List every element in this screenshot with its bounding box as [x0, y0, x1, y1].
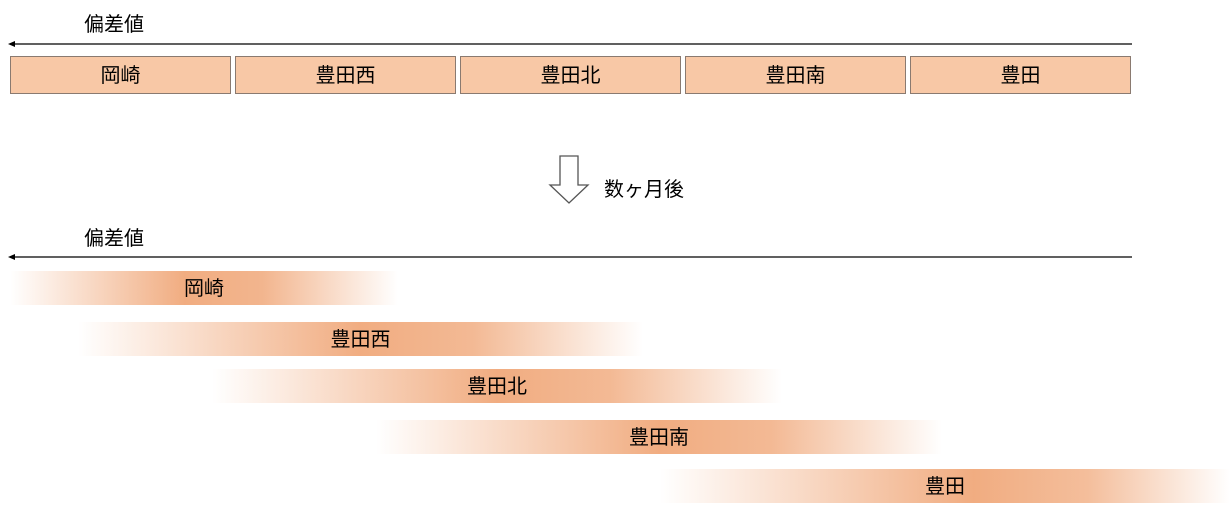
after-band-toyota-kita: 豊田北: [212, 369, 782, 403]
after-band-label: 豊田南: [629, 425, 689, 449]
before-box-label: 豊田南: [765, 63, 826, 87]
left-arrow-icon: [8, 254, 1132, 260]
before-box-toyota: 豊田: [910, 56, 1131, 94]
down-arrow-icon: [548, 155, 590, 204]
before-box-label: 豊田北: [540, 63, 601, 87]
after-band-label: 豊田西: [330, 327, 391, 351]
after-band-label: 岡崎: [184, 276, 224, 300]
after-band-toyota: 豊田: [660, 469, 1230, 503]
after-band-okazaki: 岡崎: [10, 271, 398, 305]
left-arrow-icon: [8, 41, 1132, 47]
before-ranking-row: 岡崎 豊田西 豊田北 豊田南 豊田: [10, 56, 1132, 94]
axis-label-before: 偏差値: [84, 12, 144, 36]
before-box-okazaki: 岡崎: [10, 56, 231, 94]
before-box-label: 豊田: [1000, 63, 1041, 87]
before-box-toyota-minami: 豊田南: [685, 56, 906, 94]
transition-label: 数ヶ月後: [604, 177, 684, 201]
axis-label-after: 偏差値: [84, 226, 144, 250]
after-band-toyota-minami: 豊田南: [376, 420, 942, 454]
after-band-label: 豊田北: [467, 374, 527, 398]
before-box-toyota-kita: 豊田北: [460, 56, 681, 94]
before-box-label: 豊田西: [315, 63, 376, 87]
after-band-label: 豊田: [925, 474, 965, 498]
after-band-toyota-nishi: 豊田西: [78, 322, 643, 356]
before-box-label: 岡崎: [100, 63, 141, 87]
before-box-toyota-nishi: 豊田西: [235, 56, 456, 94]
